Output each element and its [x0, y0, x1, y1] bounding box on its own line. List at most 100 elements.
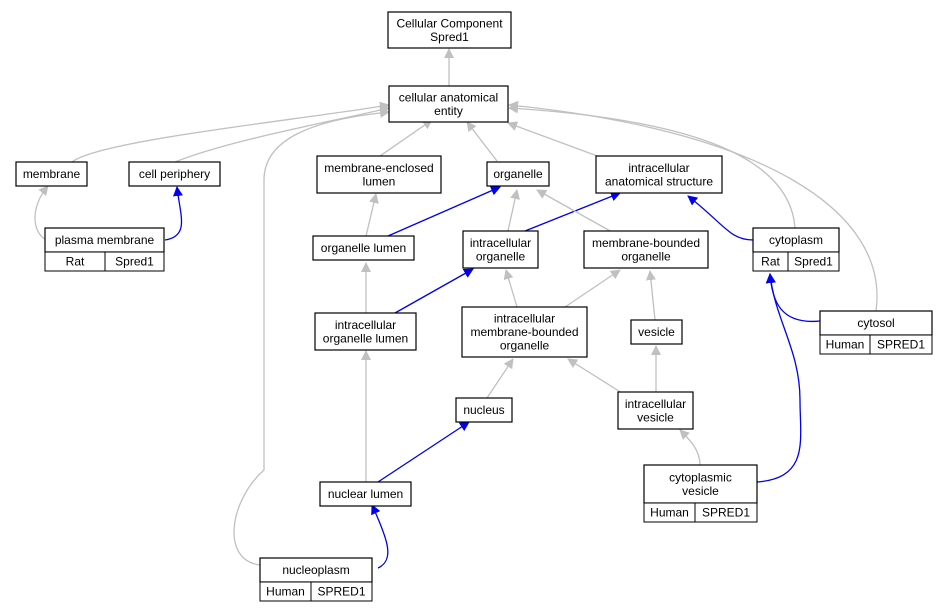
- edge-pm-to-membrane: [34, 185, 49, 241]
- edge-nucleoplasm-to-cae: [233, 107, 390, 566]
- edge-nucleus-to-imbo: [486, 358, 514, 399]
- node-label-line: organelle: [476, 249, 526, 263]
- annotation-tag: Rat Spred1: [752, 251, 840, 272]
- node-cell-periphery[interactable]: cell periphery: [128, 161, 221, 187]
- gene-badge: SPRED1: [317, 585, 365, 599]
- node-organelle-lumen[interactable]: organelle lumen: [312, 235, 415, 261]
- edge-imbo-to-mbo: [564, 269, 621, 308]
- node-label-line: intracellular: [494, 312, 555, 326]
- node-box: [312, 235, 415, 261]
- node-label-line: intracellular: [335, 318, 396, 332]
- node-label-line: organelle lumen: [321, 241, 406, 255]
- node-box: [316, 155, 442, 194]
- gene-badge: SPRED1: [877, 338, 925, 352]
- node-label-line: intracellular: [470, 236, 531, 250]
- node-label-line: anatomical structure: [605, 174, 713, 188]
- edge-iol-to-intraorg[interactable]: [394, 268, 474, 314]
- node-box: [595, 155, 723, 194]
- node-label-line: membrane-enclosed: [324, 161, 433, 175]
- node-label-line: nucleoplasm: [282, 563, 349, 577]
- gene-badge: Spred1: [115, 255, 154, 269]
- edge-ias-to-cae: [507, 121, 601, 158]
- edge-intraorg-to-ias[interactable]: [519, 191, 621, 234]
- gene-badge-bg: [869, 334, 933, 355]
- node-box: [819, 310, 933, 336]
- node-membrane[interactable]: membrane: [15, 161, 88, 187]
- node-box: [462, 230, 539, 269]
- node-label-line: organelle: [493, 167, 543, 181]
- edge-nuclearlumen-to-nucleus[interactable]: [377, 421, 470, 483]
- node-box: [461, 306, 588, 358]
- node-vesicle[interactable]: vesicle: [630, 319, 683, 345]
- edge-cellperiphery-to-cae: [174, 105, 390, 163]
- node-label-line: membrane-bounded: [470, 325, 578, 339]
- species-badge: Human: [650, 506, 689, 520]
- node-label-line: nucleus: [463, 403, 504, 417]
- node-label-line: membrane-bounded: [592, 236, 700, 250]
- node-label-line: Spred1: [430, 30, 469, 44]
- node-box: [583, 230, 709, 269]
- node-nucleus[interactable]: nucleus: [455, 397, 513, 423]
- node-box: [314, 312, 417, 351]
- node-label-line: organelle lumen: [323, 331, 408, 345]
- edge-organelle-to-cae: [466, 121, 498, 162]
- node-label-line: intracellular: [628, 161, 689, 175]
- annotation-tag: Human SPRED1: [259, 581, 373, 602]
- gene-badge: Spred1: [794, 255, 833, 269]
- edge-orglumen-to-organelle[interactable]: [387, 186, 501, 237]
- node-label-line: vesicle: [637, 410, 674, 424]
- gene-badge-bg: [694, 502, 758, 523]
- species-badge: Rat: [761, 255, 780, 269]
- node-label-line: plasma membrane: [55, 233, 155, 247]
- node-nuclear-lumen[interactable]: nuclear lumen: [319, 481, 412, 507]
- species-badge: Human: [826, 338, 865, 352]
- node-label-line: vesicle: [682, 484, 719, 498]
- node-box: [387, 11, 512, 49]
- edge-cytoplasm-to-ias[interactable]: [687, 195, 754, 241]
- edge-nucleoplasm-to-nuclearlumen[interactable]: [371, 504, 389, 569]
- species-badge: Human: [266, 585, 305, 599]
- node-label-line: Cellular Component: [396, 16, 503, 30]
- edge-cytosol-to-cae: [508, 100, 878, 312]
- edges: [34, 48, 878, 569]
- node-box: [15, 161, 88, 187]
- edge-cytosol-to-cytoplasm[interactable]: [765, 273, 821, 323]
- node-label-line: organelle: [500, 339, 550, 353]
- node-label-line: cytoplasm: [769, 233, 823, 247]
- gene-badge-bg: [104, 251, 165, 272]
- edge-cytovesicle-to-cytoplasm[interactable]: [756, 273, 802, 483]
- node-organelle[interactable]: organelle: [486, 161, 550, 187]
- edge-ivesicle-to-imbo: [567, 358, 623, 394]
- node-label-line: cytoplasmic: [669, 470, 732, 484]
- edge-mel-to-cae: [379, 119, 433, 157]
- edge-membrane-to-cae: [71, 101, 390, 163]
- edge-intraorg-to-organelle: [507, 189, 520, 232]
- gene-badge-bg: [787, 251, 840, 272]
- node-box: [486, 161, 550, 187]
- node-box: [319, 481, 412, 507]
- node-box: [617, 391, 694, 430]
- edge-mbo-to-organelle: [536, 189, 613, 233]
- edge-pm-to-cellperiphery[interactable]: [164, 186, 183, 241]
- node-box: [128, 161, 221, 187]
- node-box: [630, 319, 683, 345]
- node-box: [388, 85, 509, 123]
